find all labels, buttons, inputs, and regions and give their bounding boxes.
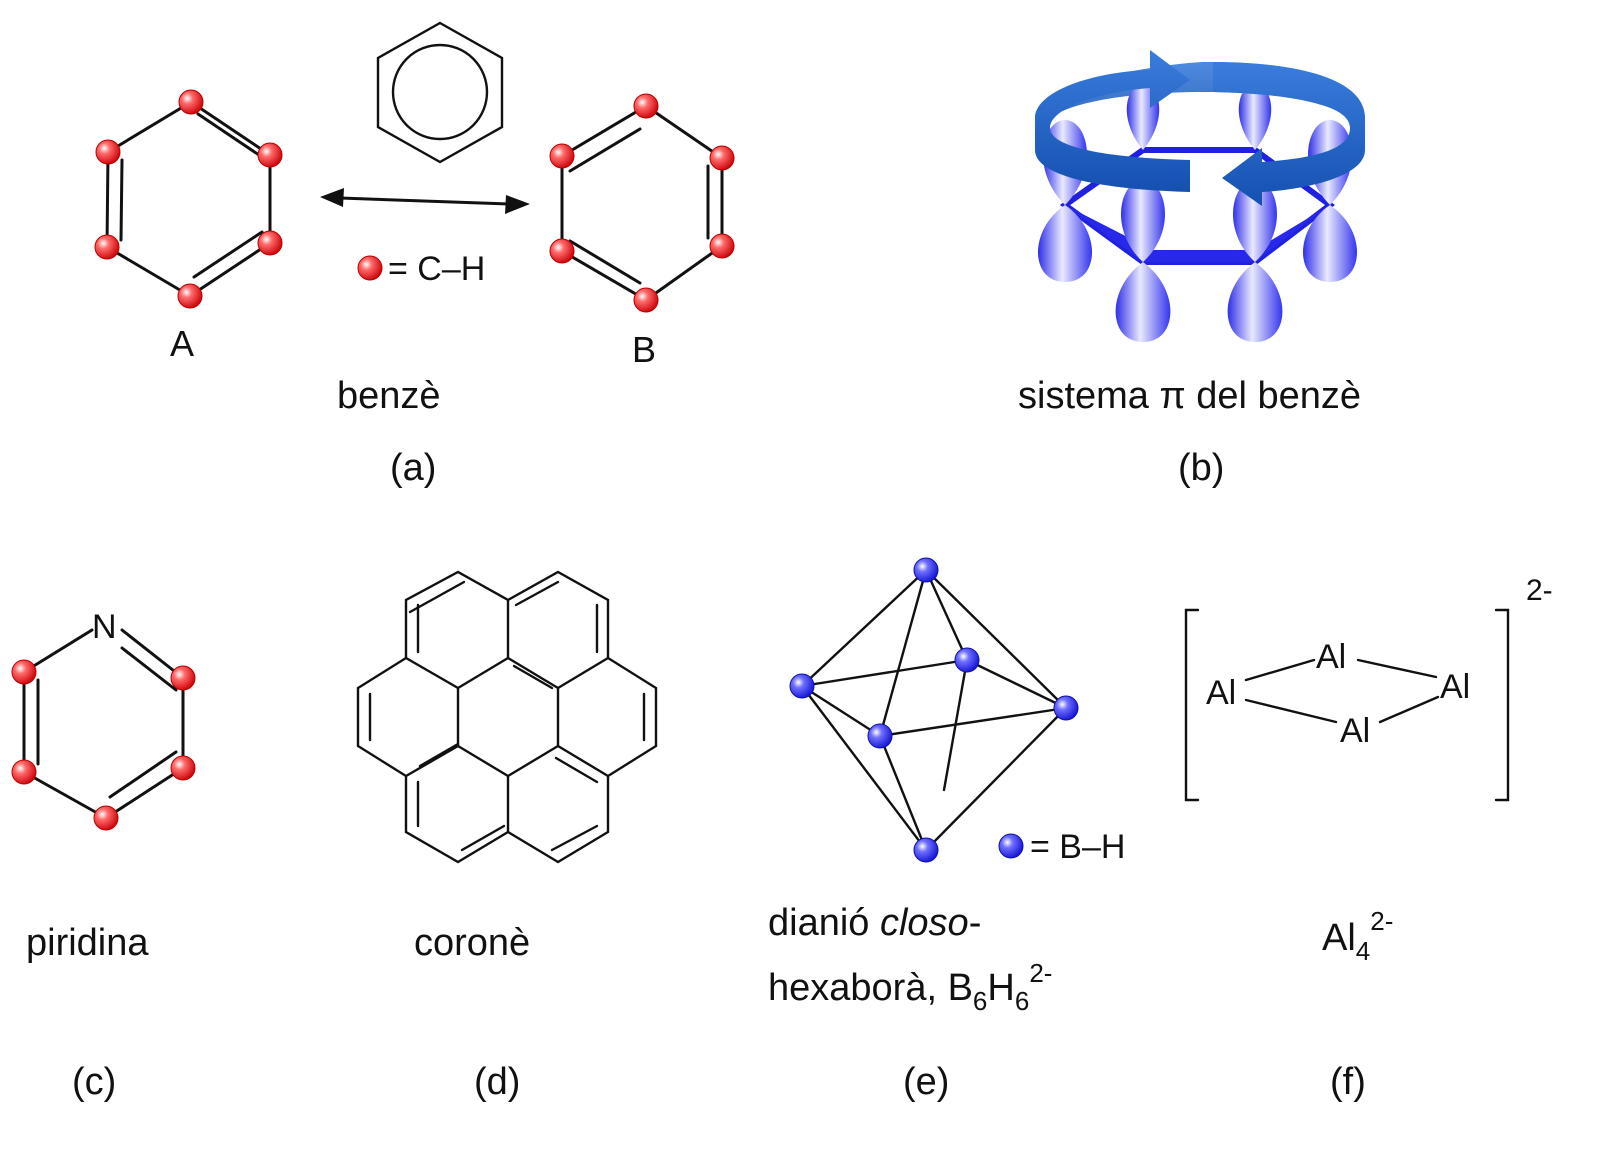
right-bracket (1494, 608, 1510, 802)
ch-atom (94, 234, 120, 260)
panel-b-caption: (b) (1178, 447, 1224, 489)
panel-d-caption: (d) (474, 1061, 520, 1103)
ch-atom (170, 755, 196, 781)
bh-legend-text: = B–H (1030, 828, 1125, 866)
panel-a: A = C–H (94, 21, 735, 489)
al4-name-base: Al (1322, 917, 1356, 959)
structure-a-label: A (170, 323, 194, 364)
al4-name: Al42- (1322, 906, 1393, 966)
kekule-structure-a: A (94, 89, 283, 364)
bh-legend: = B–H (998, 828, 1125, 866)
p-orbital-lobes (1037, 85, 1358, 342)
structure-b-label: B (632, 329, 656, 370)
p-orbital-lower-lobe (1227, 262, 1283, 342)
al-atom-label: Al (1440, 668, 1470, 706)
coronene-name: coronè (414, 922, 530, 964)
panel-f: 2- Al Al Al Al Al42- (f) (1184, 574, 1553, 1103)
hexaborate-formula-charge: 2- (1029, 958, 1052, 988)
ch-atom (11, 759, 37, 785)
ring-arrow-left (1035, 50, 1190, 192)
panel-e-caption: (e) (903, 1061, 949, 1103)
al-atom-label: Al (1206, 674, 1236, 712)
bh-legend-atom (998, 833, 1024, 859)
ch-atom (549, 238, 575, 264)
left-bracket (1184, 608, 1200, 802)
ring-arrow-right (1213, 62, 1365, 206)
bh-atom (954, 647, 980, 673)
nitrogen-atom-label: N (92, 608, 117, 646)
bh-atom (789, 673, 815, 699)
hexaborate-name-italic: closo (880, 902, 969, 944)
benzene-circle-structure (376, 21, 504, 164)
ch-atom (549, 143, 575, 169)
p-orbital-upper-lobe (1121, 180, 1165, 262)
p-orbital-lower-lobe (1037, 205, 1093, 282)
al4-name-charge: 2- (1370, 906, 1393, 936)
coronene-structure (356, 570, 658, 864)
ch-atom (93, 805, 119, 831)
ch-atom (633, 287, 659, 313)
pyridine-structure: N (11, 608, 196, 831)
panel-c: N piridina (c) (11, 608, 196, 1103)
ch-atom (257, 230, 283, 256)
p-orbital-lower-lobe (1115, 262, 1171, 342)
pyridine-name: piridina (26, 922, 149, 964)
ch-legend: = C–H (357, 250, 485, 288)
panel-b: sistema π del benzè (b) (1018, 50, 1365, 489)
complex-charge: 2- (1526, 574, 1553, 607)
hexaborate-name-line1: dianió closo- (768, 902, 981, 944)
hexaborate-name-hyphen: - (969, 902, 982, 944)
kekule-structure-b: B (549, 93, 735, 370)
panel-a-caption: (a) (390, 447, 436, 489)
al-atom-label: Al (1316, 638, 1346, 676)
ch-atom (178, 89, 204, 115)
hexaborate-formula-h: H (987, 967, 1014, 1009)
hexaborate-name-prefix: dianió (768, 902, 880, 944)
panel-c-caption: (c) (72, 1061, 116, 1103)
hexaborate-name-line2: hexaborà, B6H62- (768, 958, 1052, 1016)
al4-name-sub: 4 (1356, 936, 1370, 966)
ch-legend-atom (357, 255, 383, 281)
ch-atom (257, 142, 283, 168)
bh-atom (913, 837, 939, 863)
hexaborate-formula-prefix: hexaborà, B (768, 967, 973, 1009)
hexaborate-formula-sub-h: 6 (1015, 986, 1029, 1016)
bh-atom (913, 557, 939, 583)
ch-atom (709, 233, 735, 259)
pi-system-name: sistema π del benzè (1018, 375, 1361, 417)
panel-d: coronè (d) (356, 570, 658, 1103)
bh-atom (1053, 695, 1079, 721)
p-orbital-upper-lobe (1233, 180, 1277, 262)
panel-f-caption: (f) (1330, 1061, 1366, 1103)
ch-atom (177, 283, 203, 309)
ch-atom (170, 665, 196, 691)
octahedron-structure (789, 557, 1079, 863)
ch-atom (633, 93, 659, 119)
ch-legend-text: = C–H (388, 250, 485, 288)
ch-atom (11, 659, 37, 685)
ring-current-arrows (1035, 50, 1365, 206)
al-atom-label: Al (1340, 712, 1370, 750)
al4-structure: 2- Al Al Al Al (1184, 574, 1553, 802)
resonance-arrow (320, 188, 530, 214)
p-orbital-lower-lobe (1302, 205, 1358, 282)
panel-e: = B–H dianió closo- hexaborà, B6H62- (e) (768, 557, 1125, 1103)
ch-atom (709, 145, 735, 171)
bh-atom (867, 723, 893, 749)
p-orbital-upper-lobe (1238, 85, 1272, 150)
hexaborate-formula-sub-b: 6 (973, 986, 987, 1016)
benzene-name: benzè (337, 375, 441, 417)
ch-atom (95, 139, 121, 165)
